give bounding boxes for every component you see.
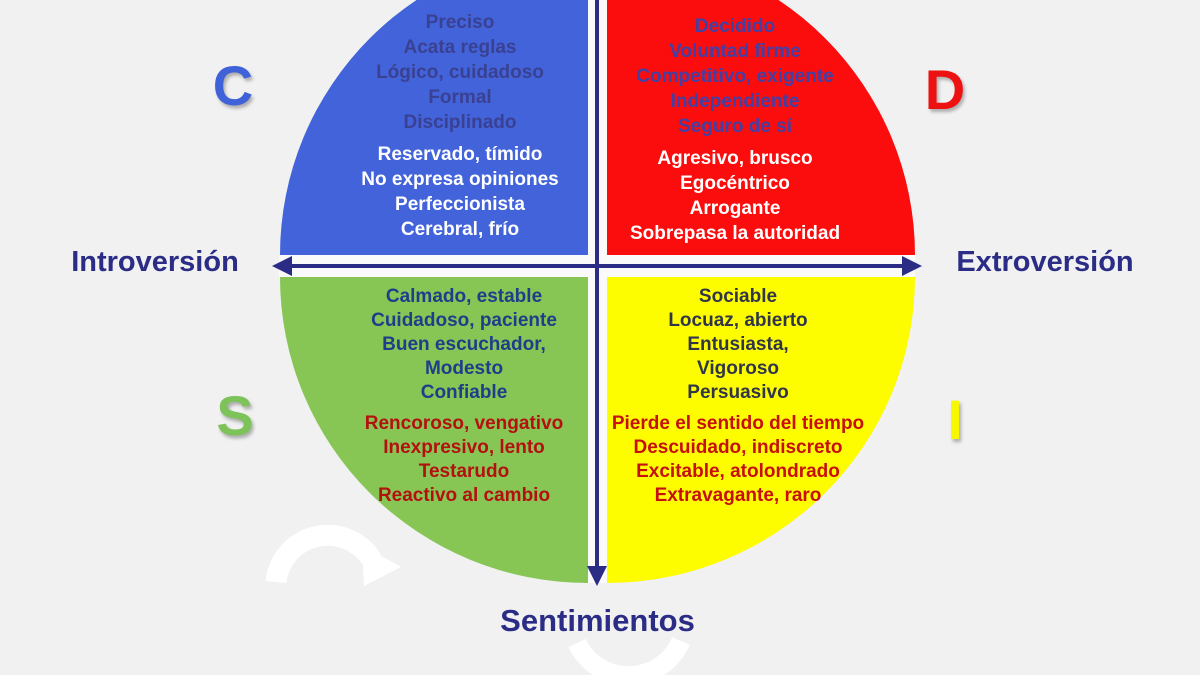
trait-line: Arrogante: [689, 198, 781, 219]
horizontal-axis: [272, 256, 922, 276]
letter-c: C: [212, 54, 254, 117]
trait-line: Reactivo al cambio: [377, 485, 551, 506]
axis-label-introversion: Introversión: [71, 246, 239, 278]
trait-line: Perfeccionista: [395, 194, 525, 215]
trait-line: Decidido: [694, 16, 776, 37]
trait-line: Disciplinado: [403, 112, 517, 133]
letter-i: I: [947, 388, 963, 451]
right-arrowhead: [902, 256, 922, 276]
trait-line: Pierde el sentido del tiempo: [611, 413, 865, 434]
trait-line: Locuaz, abierto: [668, 310, 808, 331]
trait-line: Rencoroso, vengativo: [364, 413, 564, 434]
trait-line: Reservado, tímido: [377, 144, 543, 165]
trait-line: Sobrepasa la autoridad: [629, 223, 841, 244]
trait-line: Buen escuchador,: [382, 334, 546, 355]
down-arrowhead: [587, 566, 607, 586]
trait-line: Formal: [428, 87, 492, 108]
axis-gap-horizontal: [279, 255, 915, 277]
trait-line: Calmado, estable: [385, 286, 543, 307]
trait-line: Modesto: [424, 358, 504, 379]
axis-label-sentimientos: Sentimientos: [500, 603, 695, 638]
trait-line: Entusiasta,: [687, 334, 789, 355]
left-arrowhead: [272, 256, 292, 276]
trait-line: Excitable, atolondrado: [636, 461, 840, 482]
trait-line: Inexpresivo, lento: [383, 437, 545, 458]
letter-d: D: [924, 58, 966, 121]
trait-line: Testarudo: [418, 461, 510, 482]
vertical-axis: [587, 0, 607, 586]
trait-line: No expresa opiniones: [361, 169, 559, 190]
trait-line: Seguro de sí: [677, 116, 793, 137]
trait-line: Persuasivo: [687, 382, 789, 403]
letter-s: S: [216, 384, 254, 447]
trait-line: Lógico, cuidadoso: [376, 62, 544, 83]
trait-line: Descuidado, indiscreto: [633, 437, 843, 458]
decorative-arc-bottom-center: [568, 636, 690, 675]
trait-line: Cerebral, frío: [400, 219, 520, 240]
axis-gap-vertical: [588, 0, 607, 583]
trait-line: Agresivo, brusco: [657, 148, 813, 169]
trait-line: Acata reglas: [403, 37, 517, 58]
trait-line: Sociable: [698, 286, 778, 307]
trait-line: Independiente: [670, 91, 800, 112]
trait-line: Preciso: [425, 12, 495, 33]
trait-line: Cuidadoso, paciente: [371, 310, 557, 331]
trait-line: Competitivo, exigente: [636, 66, 834, 87]
trait-line: Egocéntrico: [680, 173, 790, 194]
axis-label-extroversion: Extroversión: [956, 246, 1134, 278]
trait-line: Vigoroso: [697, 358, 779, 379]
trait-line: Extravagante, raro: [654, 485, 822, 506]
decorative-arc-bottom-left: [265, 524, 401, 586]
trait-line: Voluntad firme: [669, 41, 801, 62]
trait-line: Confiable: [420, 382, 508, 403]
